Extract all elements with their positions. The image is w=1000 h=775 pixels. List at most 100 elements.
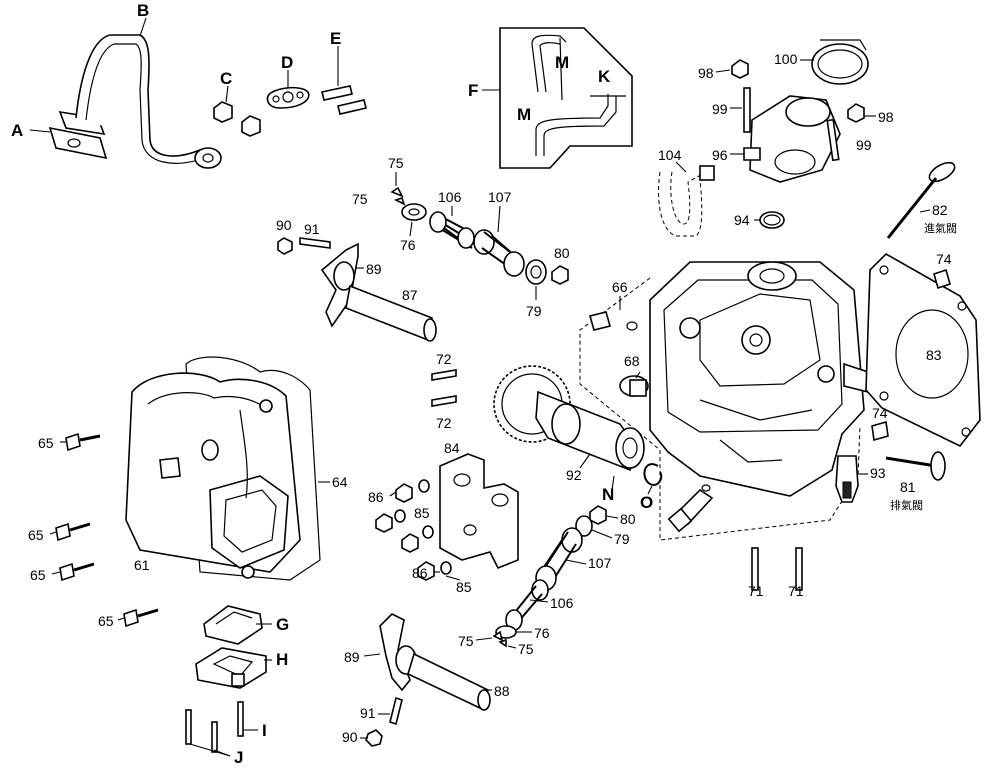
label-j: J	[234, 748, 243, 767]
label-66: 66	[612, 279, 628, 295]
label-m1: M	[555, 53, 569, 72]
label-81: 81	[900, 479, 916, 495]
label-80a: 80	[554, 245, 570, 261]
part-b-pipe	[58, 34, 222, 169]
part-75-cotters-lower	[492, 630, 507, 648]
label-99b: 99	[856, 137, 872, 153]
part-90-nut	[277, 237, 293, 255]
part-fitting	[667, 484, 714, 533]
label-80b: 80	[620, 511, 636, 527]
cylinder-head	[649, 261, 869, 497]
part-80-seal	[551, 265, 569, 285]
part-81-exhaust-valve	[885, 451, 946, 481]
part-o-clip	[643, 463, 663, 486]
label-94: 94	[734, 212, 750, 228]
label-107a: 107	[488, 189, 512, 205]
part-79-seat-lower	[575, 515, 593, 537]
label-89b: 89	[344, 649, 360, 665]
part-71-studs	[751, 547, 803, 591]
label-71b: 71	[788, 583, 804, 599]
part-92-camshaft	[493, 365, 645, 472]
label-e: E	[330, 29, 341, 48]
part-h-gasket	[195, 647, 267, 689]
label-104: 104	[658, 147, 682, 163]
label-75c: 75	[458, 633, 474, 649]
label-74b: 74	[872, 405, 888, 421]
label-61: 61	[134, 557, 150, 573]
label-106a: 106	[438, 189, 462, 205]
label-g: G	[276, 615, 289, 634]
label-83: 83	[926, 347, 942, 363]
part-91-screw-lower	[389, 696, 403, 726]
part-89-rocker-arm	[320, 242, 359, 328]
label-91b: 91	[360, 705, 376, 721]
label-84: 84	[444, 440, 460, 456]
label-106b: 106	[550, 595, 574, 611]
label-79b: 79	[614, 531, 630, 547]
label-65d: 65	[98, 613, 114, 629]
label-91a: 91	[304, 221, 320, 237]
part-65-bolts	[55, 432, 159, 628]
label-85b: 85	[456, 579, 472, 595]
part-82-intake-valve	[886, 161, 956, 239]
label-a: A	[11, 121, 23, 140]
label-79a: 79	[526, 303, 542, 319]
label-75b: 75	[352, 191, 368, 207]
label-k: K	[598, 67, 611, 86]
part-83-head-gasket	[865, 253, 981, 448]
part-a-gasket	[48, 126, 108, 160]
part-76-retainer	[401, 203, 427, 221]
label-b: B	[137, 1, 149, 20]
label-85a: 85	[414, 505, 430, 521]
part-87-rocker-shaft	[345, 284, 437, 342]
part-106-spring	[429, 211, 475, 249]
part-100-clamp	[811, 39, 869, 85]
part-96-manifold	[743, 95, 841, 183]
label-o: O	[640, 493, 653, 512]
label-m2: M	[517, 105, 531, 124]
label-76a: 76	[400, 237, 416, 253]
part-f-hose-box	[499, 27, 633, 169]
label-88: 88	[494, 683, 510, 699]
label-72a: 72	[436, 351, 452, 367]
part-106-spring-lower	[505, 579, 549, 631]
part-68-plug	[619, 375, 649, 397]
caption-intake-valve: 進氣閥	[924, 221, 957, 235]
part-61-head-cover	[125, 372, 301, 579]
label-90b: 90	[342, 729, 358, 745]
part-91-screw	[299, 237, 331, 249]
label-89a: 89	[366, 261, 382, 277]
part-79-seat	[525, 259, 547, 285]
part-93-spark-plug	[835, 455, 859, 503]
label-87: 87	[402, 287, 418, 303]
label-93: 93	[870, 465, 886, 481]
part-72-bolts	[431, 369, 457, 407]
part-98-nut	[731, 59, 865, 123]
label-71a: 71	[748, 583, 764, 599]
part-84-cam-holder	[439, 453, 519, 570]
label-98b: 98	[878, 109, 894, 125]
part-104-hose	[658, 165, 715, 237]
label-107b: 107	[588, 555, 612, 571]
label-82: 82	[932, 202, 948, 218]
caption-exhaust-valve: 排氣閥	[890, 498, 923, 512]
label-65c: 65	[30, 567, 46, 583]
part-74-dowels	[871, 268, 951, 442]
label-f: F	[468, 81, 478, 100]
label-86b: 86	[412, 565, 428, 581]
label-76b: 76	[534, 625, 550, 641]
part-99-stud	[743, 87, 840, 162]
label-74a: 74	[936, 251, 952, 267]
part-80-seal-lower	[589, 505, 607, 525]
label-68: 68	[624, 353, 640, 369]
label-65a: 65	[38, 435, 54, 451]
label-n: N	[602, 485, 614, 504]
part-75-cotters	[390, 186, 406, 206]
part-d-gasket	[266, 86, 310, 109]
part-i-j-bolts	[185, 701, 244, 753]
label-75a: 75	[388, 155, 404, 171]
label-h: H	[276, 650, 288, 669]
label-96: 96	[712, 147, 728, 163]
label-c: C	[220, 69, 232, 88]
label-86a: 86	[368, 489, 384, 505]
